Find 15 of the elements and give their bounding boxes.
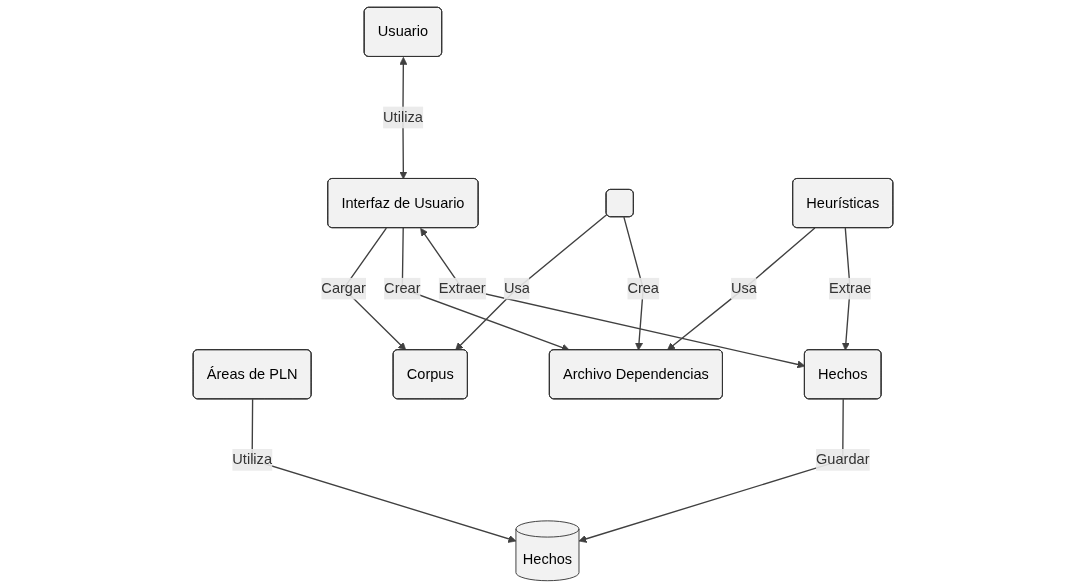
edge-label: Extraer: [438, 280, 486, 296]
edge-label: Utiliza: [383, 109, 423, 125]
edge-label: Guardar: [816, 451, 870, 468]
arrow: [455, 213, 608, 351]
arrow: [251, 398, 517, 543]
edge-label: Usa: [731, 280, 757, 296]
arrow: [667, 227, 816, 351]
edge-label: Extrae: [828, 280, 872, 296]
arrow: [578, 398, 844, 543]
edge-label: Crear: [384, 280, 421, 296]
edge-label: Crea: [627, 280, 659, 296]
edge-label: Utiliza: [232, 451, 272, 468]
arrow: [420, 228, 806, 369]
edge-label: Usa: [503, 280, 530, 296]
edge-label: Cargar: [321, 280, 366, 296]
